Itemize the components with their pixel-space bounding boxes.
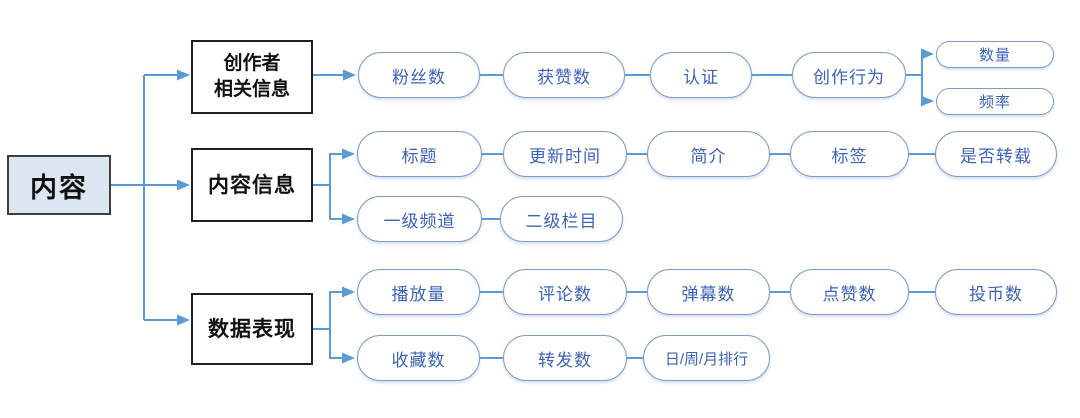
node-like-count: 点赞数 (790, 269, 909, 315)
node-fans-count: 粉丝数 (358, 52, 480, 98)
node-update-time: 更新时间 (503, 131, 627, 177)
node-intro: 简介 (647, 131, 770, 177)
node-quantity: 数量 (936, 41, 1054, 68)
node-share-count: 转发数 (503, 335, 627, 381)
node-verification: 认证 (650, 52, 752, 98)
root-node-content: 内容 (7, 155, 111, 215)
node-creation-behavior: 创作行为 (792, 52, 906, 98)
branch-creator-info: 创作者 相关信息 (191, 40, 313, 114)
node-is-repost: 是否转载 (935, 131, 1057, 177)
node-danmaku-count: 弹幕数 (647, 269, 770, 315)
node-tags: 标签 (790, 131, 909, 177)
branch-creator-info-line1: 创作者 (223, 52, 281, 75)
branch-data-performance: 数据表现 (191, 293, 313, 365)
node-secondary-column: 二级栏目 (500, 196, 623, 242)
node-title: 标题 (357, 131, 482, 177)
node-play-count: 播放量 (357, 269, 480, 315)
node-favorite-count: 收藏数 (357, 335, 480, 381)
node-likes-received: 获赞数 (503, 52, 625, 98)
branch-content-info: 内容信息 (191, 148, 313, 222)
node-comment-count: 评论数 (503, 269, 627, 315)
node-primary-channel: 一级频道 (357, 196, 482, 242)
node-frequency: 频率 (936, 88, 1054, 115)
node-ranking: 日/周/月排行 (643, 335, 770, 381)
branch-creator-info-line2: 相关信息 (213, 78, 290, 100)
node-coin-count: 投币数 (935, 269, 1057, 315)
